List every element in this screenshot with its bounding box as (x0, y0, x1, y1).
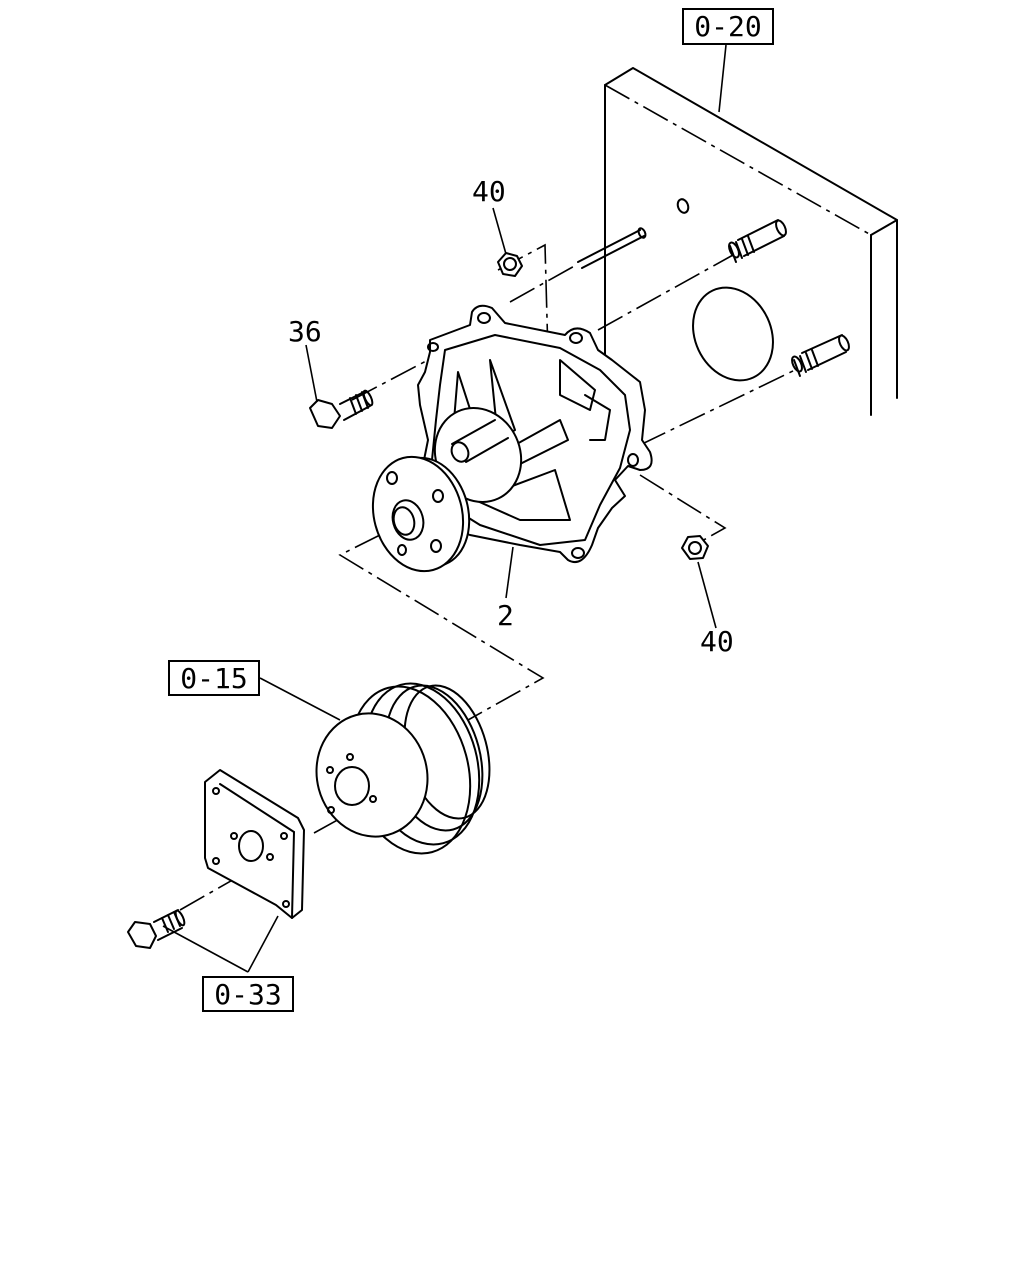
ref-box-fan-assembly[interactable]: 0-33 (202, 976, 294, 1012)
ref-box-engine-block[interactable]: 0-20 (682, 8, 774, 45)
stud-upper (728, 219, 787, 263)
flange-bolt (309, 389, 374, 429)
leader-lines (162, 44, 727, 973)
part-label-bolt: 36 (288, 315, 322, 348)
nut-lower (681, 535, 709, 560)
part-label-water-pump: 2 (497, 599, 514, 632)
fan-bolt (127, 909, 186, 949)
nut-upper (497, 252, 523, 277)
ref-label-engine-block: 0-20 (694, 10, 761, 43)
dowel-pin (577, 227, 647, 269)
ref-box-pulley[interactable]: 0-15 (168, 660, 260, 696)
stud-lower (791, 334, 850, 377)
fan-mounting-plate (204, 769, 305, 919)
part-label-nut-upper: 40 (472, 175, 506, 208)
ref-label-fan-assembly: 0-33 (214, 978, 281, 1011)
pulley (315, 682, 491, 855)
part-label-nut-lower: 40 (700, 625, 734, 658)
ref-label-pulley: 0-15 (180, 662, 247, 695)
water-pump (371, 304, 653, 573)
